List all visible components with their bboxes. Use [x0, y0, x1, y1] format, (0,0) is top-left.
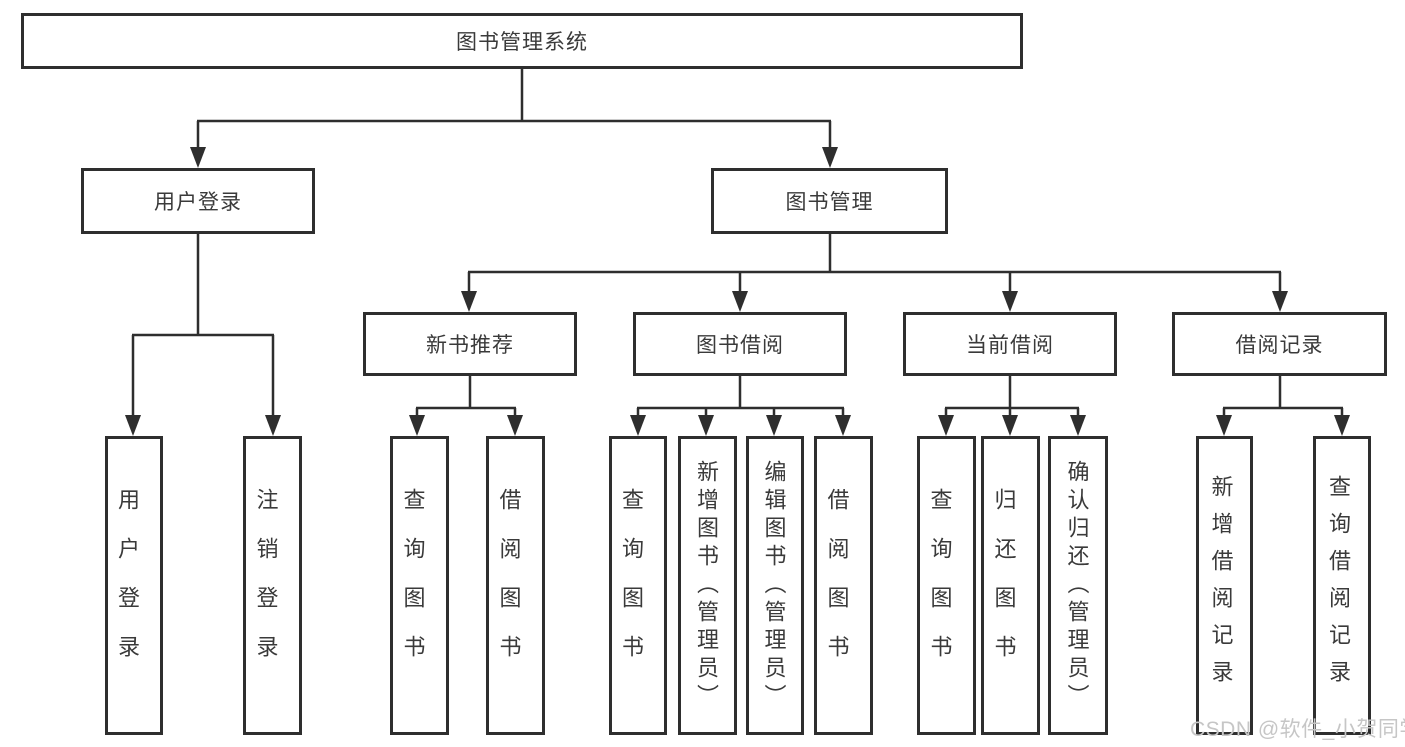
arrowhead	[409, 415, 425, 436]
arrowhead	[507, 415, 523, 436]
arrowhead	[630, 415, 646, 436]
arrowhead	[1002, 291, 1018, 312]
arrowhead	[1216, 415, 1232, 436]
leaf-borrowing-edit-books-admin: 编辑图书（管理员）	[746, 436, 804, 735]
arrowhead	[732, 291, 748, 312]
arrowhead	[1002, 415, 1018, 436]
arrowhead	[835, 415, 851, 436]
leaf-records-query-borrow-record: 查询借阅记录	[1313, 436, 1371, 735]
leaf-current-query-books: 查询图书	[917, 436, 976, 735]
arrowhead	[461, 291, 477, 312]
leaf-borrowing-borrow-books: 借阅图书	[814, 436, 873, 735]
arrowhead	[1070, 415, 1086, 436]
leaf-recommend-query-books: 查询图书	[390, 436, 449, 735]
leaf-user-login: 用户登录	[105, 436, 163, 735]
leaf-borrowing-add-books-admin: 新增图书（管理员）	[678, 436, 737, 735]
arrowhead	[125, 415, 141, 436]
arrowhead	[822, 147, 838, 168]
leaf-current-return-books: 归还图书	[981, 436, 1040, 735]
arrowhead	[698, 415, 714, 436]
node-book-management: 图书管理	[711, 168, 948, 234]
arrowhead	[1334, 415, 1350, 436]
node-new-book-recommendation: 新书推荐	[363, 312, 577, 376]
leaf-recommend-borrow-books: 借阅图书	[486, 436, 545, 735]
arrowhead	[265, 415, 281, 436]
arrowhead	[938, 415, 954, 436]
arrowhead	[190, 147, 206, 168]
arrowhead	[1272, 291, 1288, 312]
node-current-borrowing: 当前借阅	[903, 312, 1117, 376]
node-borrowing-records: 借阅记录	[1172, 312, 1387, 376]
arrowhead	[766, 415, 782, 436]
node-library-management-system: 图书管理系统	[21, 13, 1023, 69]
csdn-watermark: CSDN @软件_小贺同学	[1190, 718, 1405, 741]
leaf-records-add-borrow-record: 新增借阅记录	[1196, 436, 1253, 735]
leaf-current-confirm-return-admin: 确认归还（管理员）	[1048, 436, 1108, 735]
node-user-login: 用户登录	[81, 168, 315, 234]
tree-connector-path	[131, 69, 1344, 418]
leaf-logout: 注销登录	[243, 436, 302, 735]
node-book-borrowing: 图书借阅	[633, 312, 847, 376]
leaf-borrowing-query-books: 查询图书	[609, 436, 667, 735]
